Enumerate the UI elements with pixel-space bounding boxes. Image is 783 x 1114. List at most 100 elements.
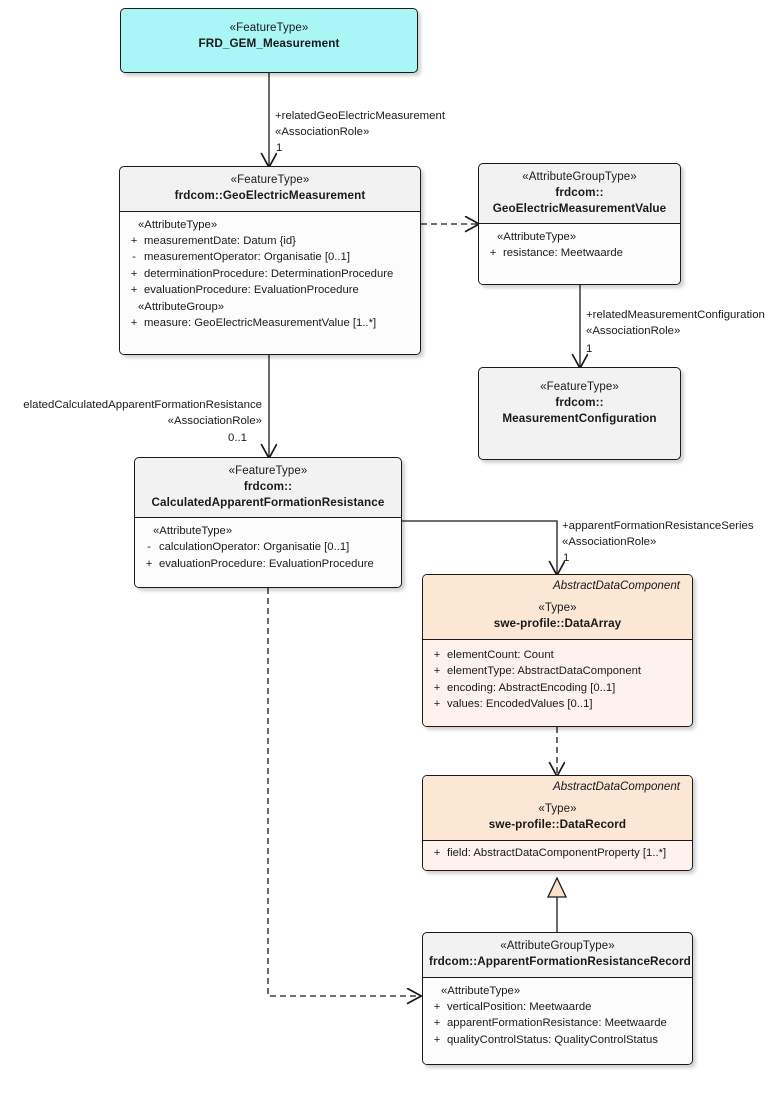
class-stereotype: «FeatureType» [540, 381, 619, 393]
assoc-line-calcresistance-to-dataarray [402, 520, 557, 574]
attribute-row: + elementCount: Count [427, 647, 688, 663]
attribute-signature: verticalPosition: Meetwaarde [447, 1000, 592, 1013]
attribute-visibility: + [130, 267, 138, 280]
attribute-row: + elementType: AbstractDataComponent [427, 663, 688, 679]
class-box-geo-electric-measurement[interactable]: «FeatureType» frdcom::GeoElectricMeasure… [119, 166, 421, 355]
generalization-arrowhead [546, 876, 568, 898]
class-stereotype: «Type» [538, 602, 577, 615]
class-box-measurement-configuration[interactable]: «FeatureType» frdcom:: MeasurementConfig… [478, 367, 681, 460]
attribute-signature: evaluationProcedure: EvaluationProcedure [159, 557, 374, 570]
attribute-group-label: «AttributeType» [153, 525, 233, 538]
attribute-row: + resistance: Meetwaarde [483, 245, 676, 261]
class-header: «AttributeGroupType» frdcom:: GeoElectri… [479, 164, 680, 223]
attribute-signature: evaluationProcedure: EvaluationProcedure [144, 284, 359, 297]
class-box-data-record[interactable]: AbstractDataComponent «Type» swe-profile… [422, 775, 693, 871]
assoc-label-apparent-formation-resistance-series: +apparentFormationResistanceSeries «Asso… [562, 518, 754, 550]
class-box-data-array[interactable]: AbstractDataComponent «Type» swe-profile… [422, 574, 693, 727]
class-header: AbstractDataComponent «Type» swe-profile… [423, 776, 692, 840]
abstract-supertype-name: AbstractDataComponent [553, 780, 680, 793]
attribute-signature: elementType: AbstractDataComponent [447, 665, 642, 678]
attribute-row: + qualityControlStatus: QualityControlSt… [427, 1032, 688, 1048]
class-name-line-1: frdcom:: [555, 396, 604, 410]
dependency-calcresistance-to-record [267, 588, 420, 996]
attribute-row: + field: AbstractDataComponentProperty [… [427, 845, 688, 861]
class-stereotype: «FeatureType» [228, 465, 308, 477]
class-header: AbstractDataComponent «Type» swe-profile… [423, 575, 692, 639]
assoc-multiplicity-related-geo-electric-measurement: 1 [276, 142, 283, 154]
class-name-line-2: MeasurementConfiguration [502, 411, 657, 425]
class-attributes: «AttributeType» + verticalPosition: Meet… [423, 976, 692, 1064]
attribute-signature: field: AbstractDataComponentProperty [1.… [447, 846, 667, 859]
attribute-visibility: + [130, 234, 138, 247]
attribute-visibility: + [145, 557, 153, 570]
class-attributes: «AttributeType» + measurementDate: Datum… [120, 210, 420, 354]
class-box-geo-electric-measurement-value[interactable]: «AttributeGroupType» frdcom:: GeoElectri… [478, 163, 681, 285]
attribute-visibility: + [433, 681, 441, 694]
assoc-role: elatedCalculatedApparentFormationResista… [23, 399, 262, 411]
assoc-multiplicity-apparent-formation-resistance-series: 1 [563, 552, 570, 564]
attribute-visibility: + [130, 284, 138, 297]
class-box-apparent-formation-resistance-record[interactable]: «AttributeGroupType» frdcom::ApparentFor… [422, 932, 693, 1065]
class-header: «FeatureType» frdcom::GeoElectricMeasure… [120, 167, 420, 211]
attribute-row: + measure: GeoElectricMeasurementValue [… [124, 315, 416, 331]
attribute-visibility: + [130, 316, 138, 329]
assoc-label-related-measurement-configuration: +relatedMeasurementConfiguration «Associ… [586, 307, 765, 339]
class-stereotype: «Type» [538, 803, 577, 816]
attribute-row: - measurementOperator: Organisatie [0..1… [124, 249, 416, 265]
class-name: swe-profile::DataArray [493, 617, 622, 631]
assoc-role: +relatedGeoElectricMeasurement [275, 110, 445, 122]
abstract-supertype-name: AbstractDataComponent [553, 579, 680, 592]
attribute-visibility: + [433, 1017, 441, 1030]
attribute-visibility: + [433, 1000, 441, 1013]
class-name-line-2: CalculatedApparentFormationResistance [151, 495, 385, 509]
attribute-row: - calculationOperator: Organisatie [0..1… [139, 539, 397, 555]
attribute-signature: qualityControlStatus: QualityControlStat… [447, 1033, 658, 1046]
attribute-signature: resistance: Meetwaarde [503, 247, 623, 260]
attribute-signature: values: EncodedValues [0..1] [447, 698, 593, 711]
class-stereotype: «FeatureType» [229, 22, 309, 34]
attribute-signature: measurementDate: Datum {id} [144, 234, 296, 247]
attribute-group-label: «AttributeGroup» [138, 300, 225, 313]
class-header: «FeatureType» frdcom:: CalculatedApparen… [135, 458, 401, 517]
attribute-row: + apparentFormationResistance: Meetwaard… [427, 1015, 688, 1031]
attribute-row: + values: EncodedValues [0..1] [427, 696, 688, 712]
class-name: swe-profile::DataRecord [488, 818, 627, 832]
attribute-visibility: + [433, 846, 441, 859]
attribute-signature: measure: GeoElectricMeasurementValue [1.… [144, 316, 377, 329]
assoc-multiplicity-related-measurement-configuration: 1 [586, 343, 593, 355]
attribute-row: + evaluationProcedure: EvaluationProcedu… [139, 556, 397, 572]
assoc-stereotype: «AssociationRole» [167, 415, 262, 428]
class-attributes: + field: AbstractDataComponentProperty [… [423, 839, 692, 870]
class-name: FRD_GEM_Measurement [198, 37, 340, 51]
class-name-line-1: frdcom:: [243, 480, 293, 494]
class-box-frd-gem-measurement[interactable]: «FeatureType» FRD_GEM_Measurement [120, 8, 418, 73]
attribute-row: + determinationProcedure: DeterminationP… [124, 266, 416, 282]
class-header: «FeatureType» frdcom:: MeasurementConfig… [479, 368, 680, 433]
attribute-row: + measurementDate: Datum {id} [124, 233, 416, 249]
class-attributes: «AttributeType» + resistance: Meetwaarde [479, 223, 680, 284]
class-box-calculated-apparent-formation-resistance[interactable]: «FeatureType» frdcom:: CalculatedApparen… [134, 457, 402, 588]
attribute-visibility: + [433, 1033, 441, 1046]
attribute-signature: elementCount: Count [447, 648, 554, 661]
attribute-row: + verticalPosition: Meetwaarde [427, 999, 688, 1015]
assoc-stereotype: «AssociationRole» [586, 325, 681, 338]
class-stereotype: «FeatureType» [230, 174, 310, 186]
attribute-visibility: - [147, 541, 151, 554]
class-name: frdcom::GeoElectricMeasurement [174, 189, 366, 203]
assoc-label-related-calculated-apparent-formation-resistance: elatedCalculatedApparentFormationResista… [0, 397, 262, 429]
attribute-signature: measurementOperator: Organisatie [0..1] [144, 251, 350, 264]
class-attributes: + elementCount: Count + elementType: Abs… [423, 638, 692, 726]
assoc-stereotype: «AssociationRole» [275, 126, 370, 139]
attribute-signature: calculationOperator: Organisatie [0..1] [159, 541, 350, 554]
attribute-visibility: + [433, 698, 441, 711]
assoc-role: +apparentFormationResistanceSeries [562, 520, 754, 532]
attribute-group-label: «AttributeType» [497, 231, 577, 244]
class-name: frdcom::ApparentFormationResistanceRecor… [429, 955, 691, 969]
attribute-visibility: - [132, 251, 136, 264]
attribute-signature: encoding: AbstractEncoding [0..1] [447, 681, 616, 694]
attribute-visibility: + [433, 648, 441, 661]
attribute-group-label: «AttributeType» [138, 218, 218, 231]
class-name-line-1: frdcom:: [555, 186, 604, 200]
attribute-signature: apparentFormationResistance: Meetwaarde [447, 1017, 667, 1030]
